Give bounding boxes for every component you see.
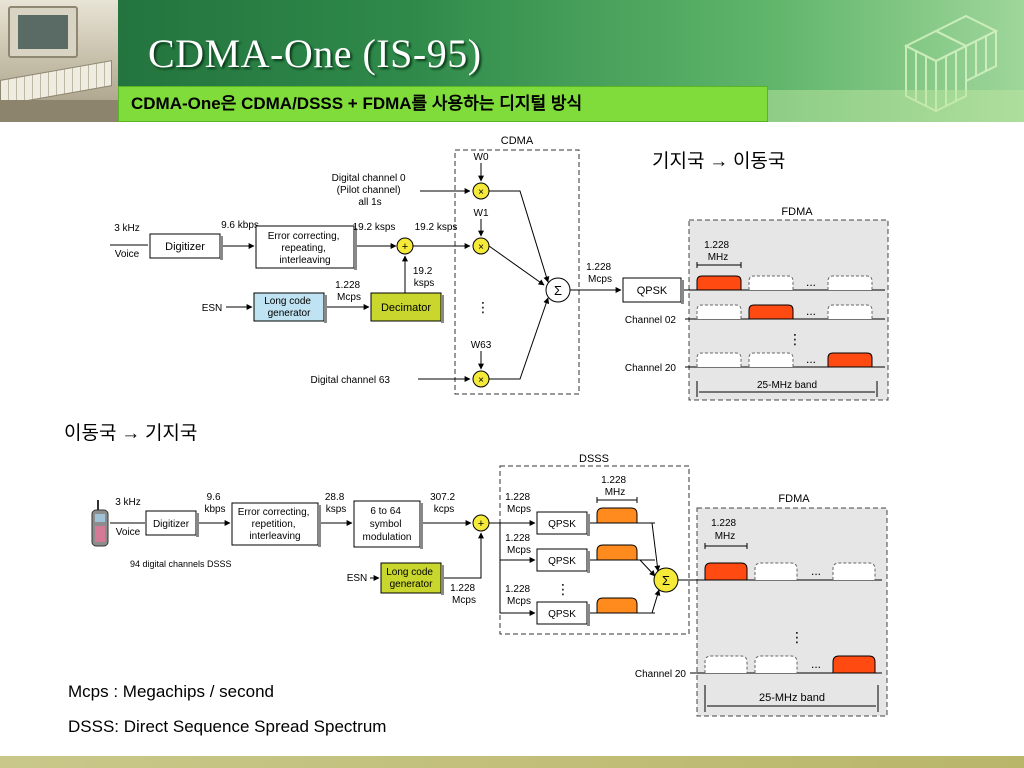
- qpsk-forward: [622, 277, 682, 303]
- vdots-fdma-forward: ⋮: [788, 331, 802, 347]
- w1-label: W1: [474, 208, 489, 219]
- fdma-label-forward: FDMA: [781, 206, 813, 218]
- symbol-modulation-text: 6 to 64 symbol modulation: [363, 506, 412, 543]
- error-correcting-text-reverse: Error correcting, repetition, interleavi…: [238, 507, 312, 542]
- svg-text:...: ...: [806, 352, 816, 366]
- branch-rate-1: 1.228 Mcps: [505, 492, 533, 515]
- header-photo: [0, 0, 118, 122]
- slide-title: CDMA-One (IS-95): [148, 31, 482, 76]
- rate-19-2-a: 19.2 ksps: [353, 222, 396, 233]
- input-rate-3khz-top: 3 kHz: [114, 223, 140, 234]
- esn-reverse: ESN: [347, 573, 368, 584]
- dsss-dashed-box: [499, 465, 690, 635]
- monitor-image: [8, 6, 78, 58]
- svg-text:QPSK: QPSK: [548, 556, 576, 567]
- svg-text:...: ...: [806, 304, 816, 318]
- branch-rate-3: 1.228 Mcps: [505, 584, 533, 607]
- error-correcting-block-reverse: [231, 502, 319, 546]
- svg-text:×: ×: [478, 375, 484, 386]
- footer-bar: [0, 756, 1024, 768]
- error-correcting-block: [255, 225, 355, 269]
- svg-text:Σ: Σ: [554, 283, 562, 298]
- forward-direction-label: 기지국 → 이동국: [652, 151, 786, 172]
- dsss-label: DSSS: [579, 453, 609, 465]
- svg-text:+: +: [402, 241, 408, 253]
- digital-channel-63: Digital channel 63: [311, 375, 391, 386]
- symbol-modulation-block: [353, 500, 421, 548]
- svg-text:...: ...: [811, 564, 821, 578]
- cdma-label: CDMA: [501, 135, 534, 147]
- subtitle-extension: [768, 90, 1024, 122]
- error-correcting-text: Error correcting, repeating, interleavin…: [268, 231, 342, 266]
- band-forward: 25-MHz band: [757, 380, 817, 391]
- mobile-phone-icon: [91, 500, 109, 547]
- branch-rate-2: 1.228 Mcps: [505, 533, 533, 556]
- bw-label-forward: 1.228 MHz: [704, 240, 732, 263]
- digital-channel-0-text: Digital channel 0 (Pilot channel) all 1s: [332, 173, 409, 208]
- channel-20-label-forward: Channel 20: [625, 363, 677, 374]
- rate-28-8: 28.8 ksps: [325, 492, 347, 515]
- band-reverse: 25-MHz band: [759, 692, 825, 704]
- long-code-generator-forward: [253, 292, 325, 322]
- input-rate-3khz-reverse: 3 kHz: [115, 497, 141, 508]
- channels-note: 94 digital channels DSSS: [130, 559, 232, 569]
- svg-text:...: ...: [811, 657, 821, 671]
- svg-text:×: ×: [478, 187, 484, 198]
- subtitle-bar: CDMA-One은 CDMA/DSSS + FDMA를 사용하는 디지털 방식: [118, 86, 768, 122]
- vdots-forward: ⋮: [476, 299, 490, 315]
- rate-307-2: 307.2 kcps: [430, 492, 458, 515]
- decimator-block: [370, 292, 442, 322]
- long-code-text-forward: Long code generator: [264, 296, 314, 319]
- note-dsss: DSSS: Direct Sequence Spread Spectrum: [68, 717, 387, 736]
- vdots-qpsk: ⋮: [556, 581, 570, 597]
- fdma-label-reverse: FDMA: [778, 493, 810, 505]
- sum-rate-forward: 1.228 Mcps: [586, 262, 614, 285]
- long-code-text-reverse: Long code generator: [386, 567, 436, 590]
- bw-label-fdma-reverse: 1.228 MHz: [711, 518, 739, 542]
- esn-forward: ESN: [202, 303, 223, 314]
- svg-text:QPSK: QPSK: [548, 519, 576, 530]
- vdots-fdma-reverse: ⋮: [790, 629, 804, 645]
- svg-text:QPSK: QPSK: [548, 609, 576, 620]
- svg-text:+: +: [478, 518, 484, 530]
- voice-label: Voice: [115, 249, 140, 260]
- voice-label-reverse: Voice: [116, 527, 141, 538]
- digitizer-block-reverse: [145, 510, 197, 536]
- note-mcps: Mcps : Megachips / second: [68, 682, 274, 701]
- reverse-direction-label: 이동국 → 기지국: [64, 423, 198, 444]
- rate-19-2-c: 19.2 ksps: [413, 266, 435, 289]
- digitizer-text-reverse: Digitizer: [153, 519, 190, 530]
- svg-text:...: ...: [806, 275, 816, 289]
- channel-20-label-reverse: Channel 20: [635, 669, 687, 680]
- svg-text:×: ×: [478, 242, 484, 253]
- w63-label: W63: [471, 340, 492, 351]
- digitizer-text: Digitizer: [165, 241, 205, 253]
- decimator-text: Decimator: [381, 302, 431, 314]
- rate-9-6: 9.6 kbps: [221, 220, 259, 231]
- cdma-dashed-box: [454, 149, 580, 395]
- rate-1228-lc-forward: 1.228 Mcps: [335, 280, 363, 303]
- bw-label-dsss: 1.228 MHz: [601, 475, 629, 498]
- digitizer-block: [149, 233, 221, 259]
- w0-label: W0: [474, 152, 489, 163]
- channel-02-label: Channel 02: [625, 315, 677, 326]
- svg-text:Σ: Σ: [662, 573, 670, 588]
- desk-image: [0, 100, 118, 122]
- qpsk-forward-text: QPSK: [637, 285, 668, 297]
- rate-19-2-b: 19.2 ksps: [415, 222, 458, 233]
- rate-9-6-reverse: 9.6 kbps: [204, 492, 225, 515]
- rate-1228-lc-reverse: 1.228 Mcps: [450, 583, 478, 606]
- fdma-panel-reverse: [696, 507, 888, 717]
